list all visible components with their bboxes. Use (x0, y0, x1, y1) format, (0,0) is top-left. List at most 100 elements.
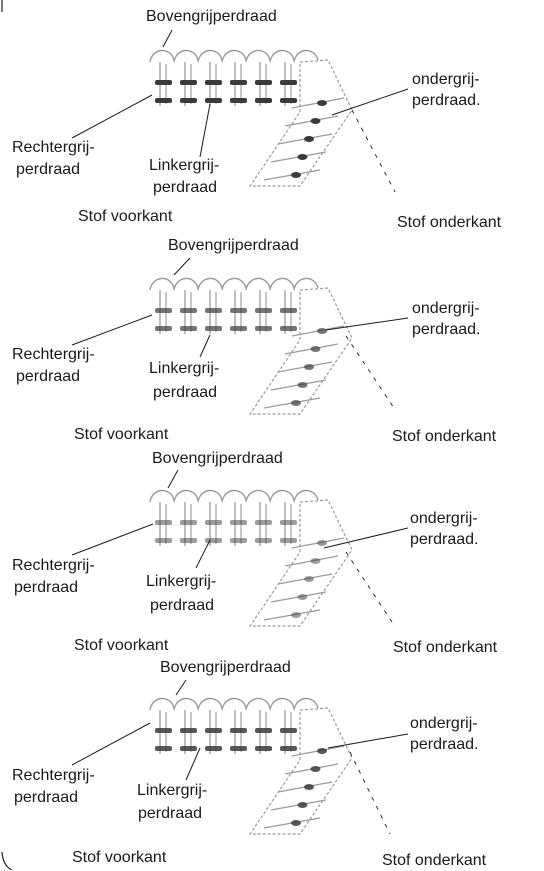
lower-looper-knot (310, 766, 321, 772)
left-label-leader (71, 314, 153, 346)
looper-knot (255, 308, 272, 313)
lower-looper-thread-label-line2: perdraad. (412, 321, 481, 338)
looper-knot (280, 728, 297, 733)
right-label-leader (331, 88, 409, 116)
top-looper-loop (293, 277, 319, 291)
fabric-front-label: Stof voorkant (72, 849, 167, 866)
left-label-leader (71, 94, 153, 139)
looper-knot (180, 98, 197, 103)
right-label-leader (325, 317, 409, 331)
fabric-back-label: Stof onderkant (392, 428, 497, 445)
right-looper-thread-label-line2: perdraad (16, 161, 81, 178)
page-edge-mark (1, 851, 13, 870)
left-label-leader (71, 722, 151, 766)
looper-knot (180, 326, 197, 331)
top-looper-loop (197, 489, 223, 503)
top-looper-loop (221, 489, 247, 503)
top-looper-loop (269, 489, 295, 503)
fabric-front-label: Stof voorkant (78, 208, 173, 225)
left-looper-thread-label-line2: perdraad (150, 597, 215, 614)
top-looper-thread-label: Bovengrijperdraad (146, 8, 277, 25)
middle-label-leader (195, 539, 211, 569)
left-label-leader (71, 523, 154, 556)
folded-fabric-edge (248, 499, 353, 627)
left-looper-thread-label-line1: Linkergrij- (149, 360, 220, 377)
looper-knot (205, 80, 222, 85)
looper-knot (230, 520, 247, 525)
looper-knot (280, 308, 297, 313)
top-looper-loop (197, 277, 223, 291)
middle-label-leader (185, 747, 201, 781)
looper-knot (280, 326, 297, 331)
looper-knot (180, 746, 197, 751)
folded-fabric-edge (248, 287, 353, 415)
looper-knot (230, 746, 247, 751)
top-looper-loop (173, 277, 199, 291)
top-looper-loop (221, 277, 247, 291)
top-looper-loop (149, 489, 175, 503)
top-label-leader (162, 29, 173, 48)
top-looper-loop (245, 277, 271, 291)
right-looper-thread-label-line2: perdraad (14, 579, 79, 596)
top-looper-loop (149, 277, 175, 291)
top-looper-loop (245, 49, 271, 63)
fabric-back-pointer (345, 335, 395, 409)
top-looper-loop (149, 697, 175, 711)
right-looper-thread-label-line2: perdraad (14, 789, 79, 806)
right-looper-thread-label-line1: Rechtergrij- (12, 767, 95, 784)
fabric-back-pointer (345, 551, 393, 623)
top-looper-thread-label: Bovengrijperdraad (160, 659, 291, 676)
looper-knot (155, 746, 172, 751)
looper-knot (255, 728, 272, 733)
looper-knot (280, 538, 297, 543)
lower-looper-knot (310, 558, 321, 564)
lower-looper-thread-label-line1: ondergrij- (412, 300, 480, 317)
top-looper-loop (293, 49, 319, 63)
looper-knot (230, 728, 247, 733)
top-label-leader (173, 257, 191, 276)
left-looper-thread-label-line2: perdraad (153, 384, 218, 401)
lower-looper-knot (297, 802, 308, 808)
looper-knot (155, 308, 172, 313)
left-looper-thread-label-line1: Linkergrij- (137, 782, 208, 799)
looper-knot (255, 80, 272, 85)
lower-looper-knot (304, 576, 314, 582)
looper-knot (230, 98, 247, 103)
left-looper-thread-label-line2: perdraad (138, 805, 203, 822)
looper-knot (155, 728, 172, 733)
fabric-back-label: Stof onderkant (397, 214, 502, 231)
looper-knot (205, 538, 222, 543)
top-looper-loop (173, 489, 199, 503)
stitch-panel-illustration (71, 29, 409, 193)
lower-looper-knot (310, 118, 321, 124)
right-label-leader (323, 527, 409, 549)
looper-knot (255, 326, 272, 331)
top-looper-loop (269, 49, 295, 63)
stitch-panel-illustration (71, 469, 409, 627)
middle-label-leader (199, 103, 211, 158)
folded-fabric-edge (248, 707, 353, 835)
looper-knot (255, 538, 272, 543)
right-looper-thread-label-line1: Rechtergrij- (12, 346, 95, 363)
lower-looper-knot (304, 364, 314, 370)
lower-looper-knot (291, 400, 301, 406)
lower-looper-thread-label-line2: perdraad. (410, 736, 479, 753)
looper-knot (155, 520, 172, 525)
looper-knot (180, 728, 197, 733)
fabric-back-pointer (349, 751, 391, 835)
looper-knot (205, 728, 222, 733)
top-looper-thread-label: Bovengrijperdraad (152, 450, 283, 467)
right-looper-thread-label-line1: Rechtergrij- (12, 139, 95, 156)
top-looper-loop (245, 697, 271, 711)
top-looper-loop (269, 277, 295, 291)
top-looper-loop (221, 697, 247, 711)
lower-looper-knot (317, 328, 327, 334)
looper-knot (255, 98, 272, 103)
looper-knot (230, 80, 247, 85)
lower-looper-thread-label-line2: perdraad. (412, 92, 481, 109)
lower-looper-knot (310, 346, 321, 352)
looper-knot (255, 746, 272, 751)
left-looper-thread-label-line1: Linkergrij- (149, 157, 220, 174)
